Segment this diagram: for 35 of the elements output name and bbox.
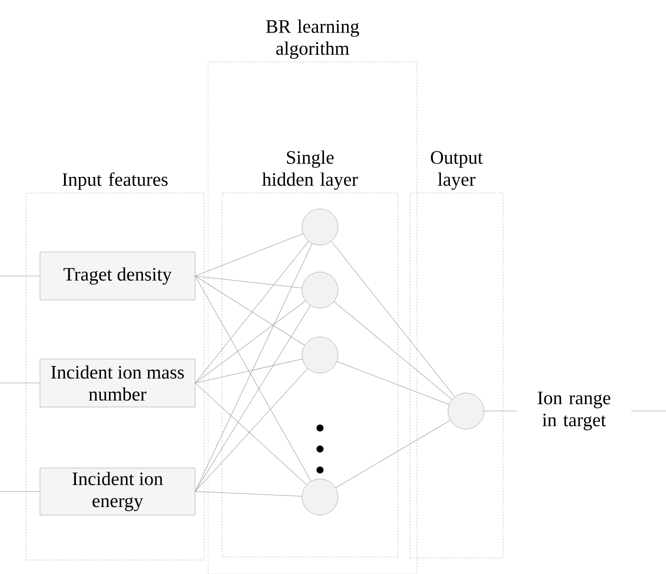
connector-line xyxy=(194,358,302,384)
connector-line xyxy=(484,410,518,412)
connector-line xyxy=(194,368,308,492)
neuron-circle xyxy=(302,208,338,246)
connector-line xyxy=(336,361,450,405)
neuron-circle xyxy=(302,478,338,516)
dashed-group-box: Output layer xyxy=(410,151,504,558)
dashed-group-box: Single hidden layer xyxy=(222,150,398,558)
node-label: Input features xyxy=(62,172,168,190)
connector-line xyxy=(630,410,666,412)
connector-line xyxy=(194,276,302,288)
connector-line xyxy=(194,243,312,492)
connector-line xyxy=(331,241,455,397)
connector-line xyxy=(194,240,309,384)
input-box: Incident ion energy xyxy=(40,468,196,516)
node-label: Output layer xyxy=(430,151,483,190)
connector-line xyxy=(334,301,452,400)
output-label: Ion range in target xyxy=(538,392,610,430)
connector-line xyxy=(194,305,311,492)
neuron-circle xyxy=(302,336,338,374)
connector-line xyxy=(335,420,451,488)
node-label: Single hidden layer xyxy=(262,150,358,190)
connector-line xyxy=(194,233,304,276)
neuron-circle xyxy=(448,392,484,430)
node-label: BR learning algorithm xyxy=(266,20,360,59)
neuron-circle xyxy=(302,272,338,308)
input-box: Traget density xyxy=(40,252,196,300)
connector-line xyxy=(194,491,302,496)
connector-line xyxy=(0,491,40,492)
connector-line xyxy=(194,276,312,482)
connector-line xyxy=(194,382,307,485)
connector-line xyxy=(194,300,306,384)
input-box: Incident ion mass number xyxy=(40,358,196,408)
connector-line xyxy=(194,276,305,346)
connector-line xyxy=(0,382,40,384)
